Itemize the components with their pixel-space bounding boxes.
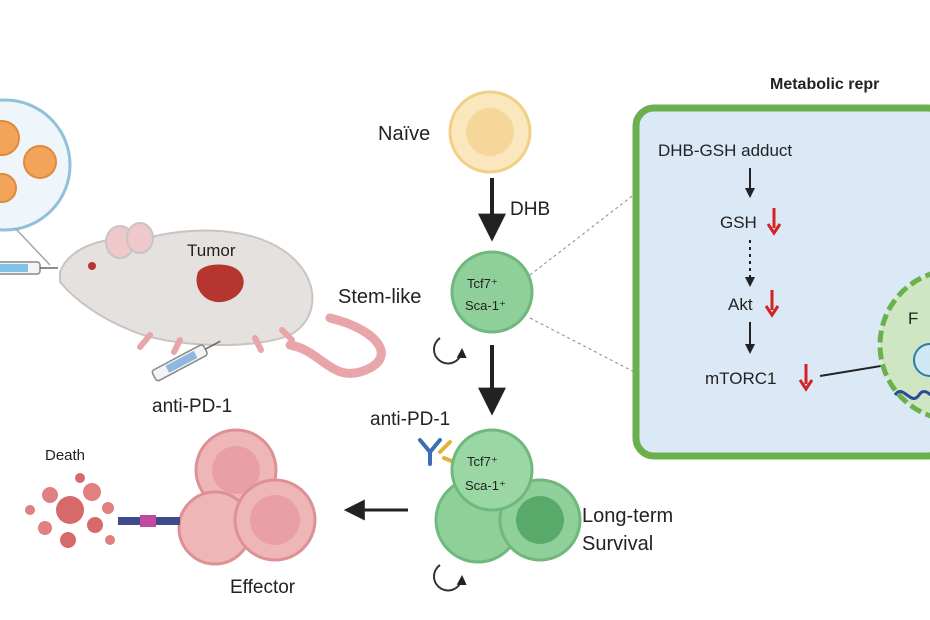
naive-cell <box>448 90 532 174</box>
dna-icon <box>893 390 930 400</box>
tumor-cell-magnifier <box>0 98 72 266</box>
nucleus <box>877 271 930 419</box>
step-mtorc1: mTORC1 <box>705 369 776 388</box>
stem-like-label: Stem-like <box>338 286 421 308</box>
naive-label: Naïve <box>378 123 430 145</box>
death-label: Death <box>45 447 85 464</box>
antibody-icon <box>418 438 456 466</box>
step-gsh: GSH <box>720 213 757 232</box>
dhb-label: DHB <box>510 199 550 220</box>
anti-pd1-cells-label: anti-PD-1 <box>370 409 450 430</box>
anti-pd1-mouse-label: anti-PD-1 <box>152 396 232 417</box>
mouse-illustration <box>59 222 386 378</box>
sca1-label: Sca-1⁺ <box>465 298 506 313</box>
self-renewal-icon <box>433 337 467 365</box>
long-term-label: Long-term <box>582 505 673 527</box>
self-renewal-icon-2 <box>433 564 467 592</box>
dying-tumor-cells <box>25 473 115 548</box>
killing-stroke-icon <box>118 515 180 527</box>
akt-down-arrow-icon <box>764 290 780 318</box>
gsh-down-arrow-icon <box>766 208 782 236</box>
sca1-b-label: Sca-1⁺ <box>465 478 506 493</box>
zoom-line-top <box>529 189 641 276</box>
mtorc1-down-arrow-icon <box>798 364 814 392</box>
stem-like-cell <box>450 250 534 334</box>
tcf7-b-label: Tcf7⁺ <box>467 454 498 469</box>
syringe-icon <box>0 261 58 275</box>
step-dhb-gsh: DHB-GSH adduct <box>658 141 792 160</box>
panel-title: Metabolic repr <box>770 76 879 93</box>
zoom-line-bottom <box>529 317 641 376</box>
anti-pd1-syringe-icon <box>151 340 221 382</box>
tumor-label: Tumor <box>187 241 236 260</box>
effector-cell-cluster <box>177 428 317 566</box>
metabolic-panel <box>632 104 930 460</box>
effector-label: Effector <box>230 577 296 598</box>
long-term-cell-cluster <box>434 428 582 564</box>
nucleus-label: F <box>908 309 918 328</box>
survival-label: Survival <box>582 533 653 555</box>
tcf7-label: Tcf7⁺ <box>467 276 498 291</box>
step-akt: Akt <box>728 295 753 314</box>
tumor-icon <box>196 264 244 303</box>
